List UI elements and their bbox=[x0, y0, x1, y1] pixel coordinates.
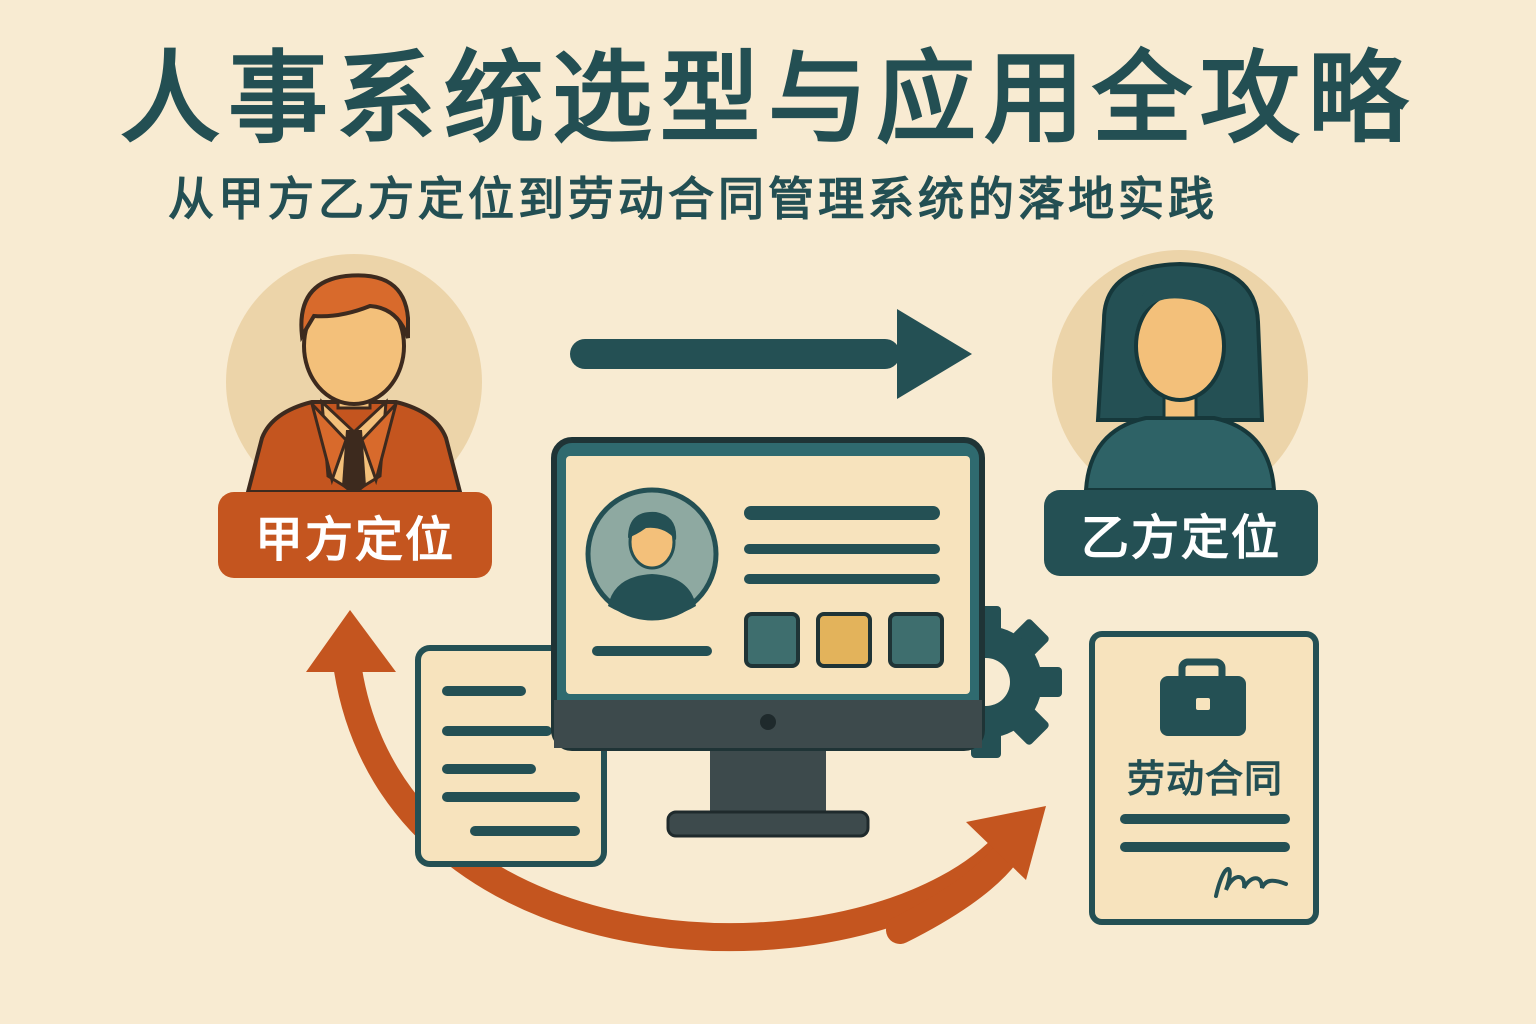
profile-text-lines bbox=[592, 506, 940, 656]
party-a-label: 甲方定位 bbox=[218, 492, 492, 578]
curved-arrow-to-party-a bbox=[306, 610, 1024, 952]
screen-tile-buttons bbox=[744, 612, 944, 668]
party-b-person-icon bbox=[1052, 250, 1308, 506]
profile-avatar-icon bbox=[585, 487, 719, 621]
party-b-label: 乙方定位 bbox=[1044, 490, 1318, 576]
party-a-person-icon bbox=[226, 254, 482, 510]
page-title: 人事系统选型与应用全攻略 bbox=[120, 40, 1416, 157]
labor-contract-title: 劳动合同 bbox=[1126, 757, 1283, 801]
page-subtitle: 从甲方乙方定位到劳动合同管理系统的落地实践 bbox=[168, 172, 1218, 226]
curved-arrow-to-contract bbox=[886, 806, 1046, 944]
labor-contract-document bbox=[1089, 631, 1319, 925]
briefcase-icon bbox=[1160, 658, 1246, 736]
top-arrow bbox=[570, 309, 972, 399]
signature-mark bbox=[1214, 867, 1288, 898]
